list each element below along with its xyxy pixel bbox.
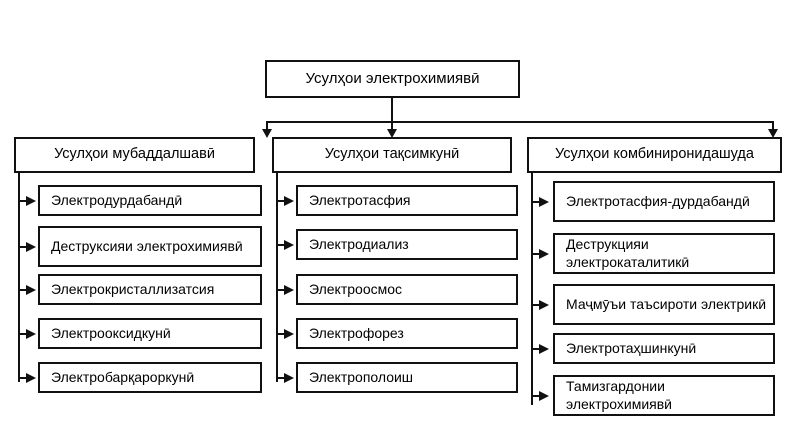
- leaf-node-2-3[interactable]: Электроосмос: [296, 274, 518, 305]
- leaf-arrow-icon-3-3: [539, 300, 549, 310]
- branch-header-label-3: Усулҳои комбиниронидашуда: [555, 146, 754, 163]
- leaf-node-3-3[interactable]: Маҷмӯъи таъсироти электрикӣ: [553, 284, 775, 325]
- branch-drop-connector-2: [391, 121, 393, 135]
- root-node[interactable]: Усулҳои электрохимиявӣ: [265, 60, 520, 98]
- leaf-node-3-2[interactable]: Деструкцияи электрокаталитикӣ: [553, 233, 775, 274]
- leaf-node-1-1[interactable]: Электродурдабандӣ: [38, 185, 262, 216]
- branch-arrow-icon-2: [387, 129, 397, 138]
- leaf-stub-connector-3-3: [531, 304, 541, 306]
- root-stem-connector: [391, 98, 393, 122]
- branch-arrow-icon-3: [768, 129, 778, 138]
- branch-header-2[interactable]: Усулҳои тақсимкунӣ: [272, 137, 512, 173]
- leaf-arrow-icon-2-5: [284, 373, 294, 383]
- leaf-node-2-4[interactable]: Электрофорез: [296, 318, 518, 349]
- leaf-node-label-3-3: Маҷмӯъи таъсироти электрикӣ: [566, 295, 767, 312]
- leaf-stub-connector-2-1: [276, 200, 286, 202]
- branch-spine-connector-3: [531, 173, 533, 405]
- leaf-node-2-2[interactable]: Электродиализ: [296, 229, 518, 260]
- leaf-node-label-1-1: Электродурдабандӣ: [51, 192, 183, 209]
- leaf-node-label-3-1: Электротасфия-дурдабандӣ: [566, 192, 750, 209]
- leaf-node-1-3[interactable]: Электрокристаллизатсия: [38, 274, 262, 305]
- leaf-node-label-3-5: Тамизгардонии электрохимиявӣ: [566, 378, 673, 412]
- leaf-node-label-1-4: Электрооксидкунӣ: [51, 325, 171, 342]
- leaf-arrow-icon-1-3: [26, 285, 36, 295]
- leaf-node-label-2-4: Электрофорез: [309, 325, 404, 342]
- branch-drop-connector-3: [772, 121, 774, 135]
- leaf-node-1-5[interactable]: Электробарқароркунӣ: [38, 362, 262, 393]
- branch-bus-connector: [266, 121, 774, 123]
- leaf-stub-connector-2-4: [276, 333, 286, 335]
- branch-header-1[interactable]: Усулҳои мубаддалшавӣ: [14, 137, 255, 173]
- leaf-node-label-2-3: Электроосмос: [309, 281, 403, 298]
- branch-header-label-1: Усулҳои мубаддалшавӣ: [54, 146, 215, 163]
- branch-spine-connector-2: [276, 173, 278, 382]
- branch-header-3[interactable]: Усулҳои комбиниронидашуда: [527, 137, 782, 173]
- leaf-node-label-1-3: Электрокристаллизатсия: [51, 281, 215, 298]
- leaf-arrow-icon-2-2: [284, 240, 294, 250]
- leaf-stub-connector-2-3: [276, 289, 286, 291]
- leaf-node-2-1[interactable]: Электротасфия: [296, 185, 518, 216]
- leaf-arrow-icon-3-2: [539, 249, 549, 259]
- leaf-node-label-2-1: Электротасфия: [309, 192, 411, 209]
- leaf-arrow-icon-1-2: [26, 242, 36, 252]
- branch-arrow-icon-1: [262, 129, 272, 138]
- leaf-stub-connector-3-2: [531, 253, 541, 255]
- leaf-stub-connector-1-4: [18, 333, 28, 335]
- leaf-node-label-2-5: Электрополоиш: [309, 369, 414, 386]
- leaf-arrow-icon-3-4: [539, 344, 549, 354]
- leaf-stub-connector-2-5: [276, 377, 286, 379]
- leaf-node-1-4[interactable]: Электрооксидкунӣ: [38, 318, 262, 349]
- leaf-stub-connector-3-1: [531, 201, 541, 203]
- leaf-node-label-3-2: Деструкцияи электрокаталитикӣ: [566, 236, 690, 270]
- branch-drop-connector-1: [266, 121, 268, 135]
- leaf-arrow-icon-3-5: [539, 391, 549, 401]
- leaf-stub-connector-2-2: [276, 244, 286, 246]
- leaf-node-3-5[interactable]: Тамизгардонии электрохимиявӣ: [553, 375, 775, 416]
- leaf-arrow-icon-2-4: [284, 329, 294, 339]
- leaf-node-label-1-5: Электробарқароркунӣ: [51, 369, 195, 386]
- branch-spine-connector-1: [18, 173, 20, 382]
- leaf-node-label-3-4: Электротаҳшинкунӣ: [566, 340, 697, 357]
- leaf-stub-connector-3-5: [531, 395, 541, 397]
- root-node-label: Усулҳои электрохимиявӣ: [305, 70, 480, 88]
- leaf-arrow-icon-2-1: [284, 196, 294, 206]
- leaf-stub-connector-1-1: [18, 200, 28, 202]
- leaf-node-3-4[interactable]: Электротаҳшинкунӣ: [553, 333, 775, 364]
- leaf-node-1-2[interactable]: Деструксияи электрохимиявӣ: [38, 226, 262, 267]
- leaf-arrow-icon-1-4: [26, 329, 36, 339]
- leaf-node-label-1-2: Деструксияи электрохимиявӣ: [51, 237, 243, 254]
- branch-header-label-2: Усулҳои тақсимкунӣ: [324, 146, 460, 163]
- leaf-arrow-icon-2-3: [284, 285, 294, 295]
- leaf-stub-connector-1-5: [18, 377, 28, 379]
- leaf-arrow-icon-3-1: [539, 197, 549, 207]
- leaf-arrow-icon-1-5: [26, 373, 36, 383]
- leaf-node-label-2-2: Электродиализ: [309, 236, 409, 253]
- leaf-arrow-icon-1-1: [26, 196, 36, 206]
- leaf-stub-connector-1-3: [18, 289, 28, 291]
- leaf-node-2-5[interactable]: Электрополоиш: [296, 362, 518, 393]
- leaf-stub-connector-1-2: [18, 246, 28, 248]
- leaf-node-3-1[interactable]: Электротасфия-дурдабандӣ: [553, 181, 775, 222]
- leaf-stub-connector-3-4: [531, 348, 541, 350]
